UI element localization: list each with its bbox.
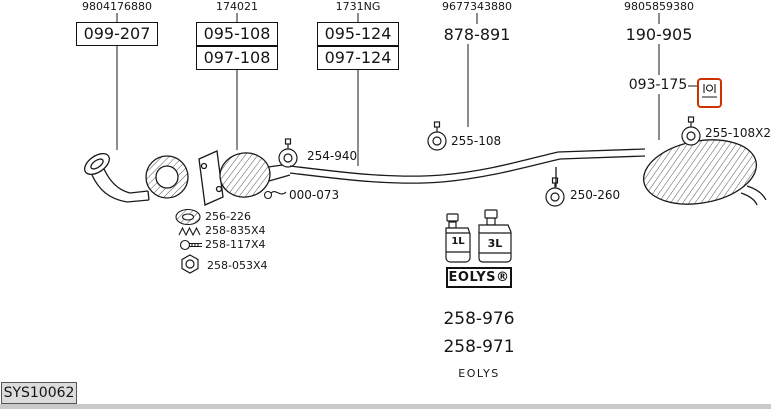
spring-icon: [178, 226, 201, 237]
bottle-size-label: 3L: [487, 237, 503, 250]
part-number: 878-891: [443, 25, 511, 44]
part-number-box: 097-108: [196, 46, 278, 70]
clamp-icon-255-108x2: [681, 116, 701, 146]
bottle-1l-icon: [445, 213, 471, 263]
nut-icon: [181, 254, 199, 274]
catalytic-converter-drawing: [198, 150, 291, 206]
clamp-label: 250-260: [570, 188, 621, 202]
connector-lines: [116, 13, 697, 166]
oxygen-sensor-icon: [263, 190, 287, 200]
clamp-label: 255-108: [451, 134, 502, 148]
eolys-caption: EOLYS: [458, 367, 500, 380]
oe-ref-number: 9677343880: [442, 0, 512, 13]
oe-ref-number: 1731NG: [335, 0, 381, 13]
eolys-brand-box: EOLYS®: [446, 267, 512, 288]
part-number-box: 099-207: [76, 22, 158, 46]
system-code-badge: SYS10062: [1, 382, 77, 404]
part-number: 258-971: [443, 337, 515, 357]
clamp-label: 255-108X2: [705, 126, 771, 140]
part-number: 190-905: [625, 25, 693, 44]
sensor-label: 000-073: [289, 188, 340, 202]
gasket-icon: [175, 208, 201, 226]
hanger-icon-red: [697, 78, 722, 108]
oe-ref-number: 174021: [216, 0, 258, 13]
oe-ref-number: 9804176880: [82, 0, 152, 13]
front-pipe-drawing: [83, 152, 189, 203]
part-number-box: 095-124: [317, 22, 399, 46]
clamp-label: 254-940: [307, 149, 358, 163]
clamp-icon-255-108: [427, 121, 447, 151]
bolt-icon: [179, 239, 202, 251]
part-number-box: 097-124: [317, 46, 399, 70]
clamp-icon-254-940: [278, 138, 298, 168]
horizontal-scrollbar[interactable]: [0, 404, 771, 409]
part-number: 258-976: [443, 309, 515, 329]
oe-ref-number: 9805859380: [624, 0, 694, 13]
hardware-label: 256-226: [205, 210, 251, 223]
bottle-size-label: 1L: [451, 236, 465, 247]
part-number-box: 095-108: [196, 22, 278, 46]
hardware-label: 258-835X4: [205, 224, 266, 237]
mid-pipe-drawing: [289, 151, 561, 184]
bottle-3l-icon: [478, 209, 512, 263]
hardware-label: 258-053X4: [207, 259, 268, 272]
hardware-label: 258-117X4: [205, 238, 266, 251]
clamp-icon-250-260: [545, 177, 565, 207]
part-number: 093-175: [628, 77, 688, 93]
